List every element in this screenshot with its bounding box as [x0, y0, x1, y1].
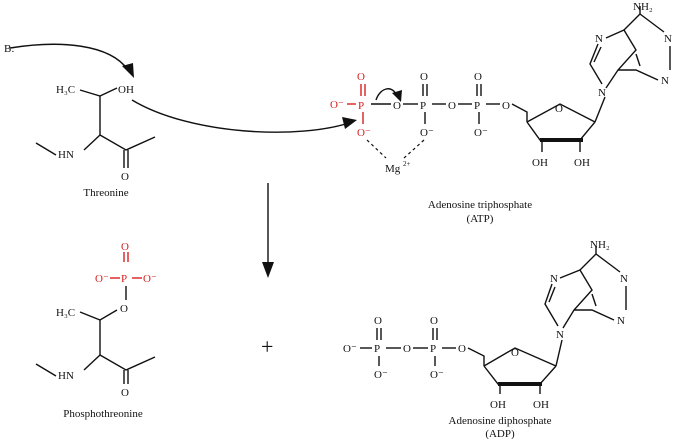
adp-alpha-o-top: O [430, 315, 438, 327]
adp-oh-3: OH [533, 399, 549, 411]
oh-2-label: OH [532, 157, 548, 169]
o-minus-left: O⁻ [330, 99, 344, 111]
threonine: H₃C OH O HN [35, 84, 156, 183]
mg-charge: 2+ [403, 160, 411, 168]
bridge-o-1: O [393, 100, 401, 112]
pthr-o-top: O [121, 241, 129, 253]
adp-bridge-o: O [403, 343, 411, 355]
adp-n9: N [556, 329, 564, 341]
alpha-o-top: O [474, 71, 482, 83]
hn-label: HN [58, 149, 74, 161]
adp-ester-o: O [458, 343, 466, 355]
adenine-n1: N [664, 33, 672, 45]
magnesium-coordination: Mg 2+ [366, 139, 425, 175]
threonine-caption: Threonine [83, 187, 128, 199]
mechanism-arrows [9, 43, 402, 133]
phosphothreonine: O O⁻ P O⁻ O H₃C O HN [35, 241, 157, 399]
gamma-p-label: P [358, 100, 364, 112]
base-attack-arrow [9, 43, 129, 71]
adp-caption-1: Adenosine diphosphate [449, 415, 552, 427]
adp-alpha-p: P [430, 343, 436, 355]
pthr-p-label: P [121, 273, 127, 285]
adp-n1: N [620, 273, 628, 285]
adp-n3: N [617, 315, 625, 327]
pthr-o-minus-left: O⁻ [95, 273, 109, 285]
pthr-ester-o: O [120, 303, 128, 315]
adp-beta-o-top: O [374, 315, 382, 327]
pthr-carbonyl-o: O [121, 387, 129, 399]
beta-o-top: O [420, 71, 428, 83]
carbonyl-o-label: O [121, 171, 129, 183]
adp-nh2: NH₂ [590, 239, 610, 251]
adp-n7: N [550, 273, 558, 285]
oh-3-label: OH [574, 157, 590, 169]
oh-label: OH [118, 84, 134, 96]
atp-caption-2: (ATP) [467, 213, 494, 225]
adenine-n7: N [595, 33, 603, 45]
adp-beta-o-bottom: O⁻ [374, 369, 388, 381]
pthr-hn: HN [58, 370, 74, 382]
adp-ring-o: O [511, 347, 519, 359]
atp-ribose: O OH OH [526, 96, 606, 169]
nh2-label: NH₂ [633, 1, 653, 13]
bridge-o-2: O [448, 100, 456, 112]
adp-ribose: O OH OH [483, 339, 563, 411]
atp-caption-1: Adenosine triphosphate [428, 199, 532, 211]
beta-p-label: P [420, 100, 426, 112]
adenine-n3: N [661, 75, 669, 87]
gamma-o-top: O [357, 71, 365, 83]
atp-adenine: N N NH₂ N N [589, 1, 672, 99]
adp-o-minus-left: O⁻ [343, 343, 357, 355]
oh-attack-arrow [131, 99, 353, 133]
pthr-h3c: H₃C [56, 307, 75, 319]
adp-diphosphate: O⁻ P O O⁻ O P O O⁻ O [343, 315, 485, 381]
alpha-o-bottom: O⁻ [474, 127, 488, 139]
alpha-p-label: P [474, 100, 480, 112]
adp-caption-2: (ADP) [485, 428, 515, 439]
atp-triphosphate: O⁻ P O O⁻ O P O O⁻ O P O O⁻ O [330, 71, 528, 139]
adenine-n9: N [598, 87, 606, 99]
base-label: B: [4, 43, 14, 55]
gamma-o-bottom: O⁻ [357, 127, 371, 139]
pthr-o-minus-right: O⁻ [143, 273, 157, 285]
h3c-label: H₃C [56, 84, 75, 96]
plus-sign: + [261, 334, 273, 359]
ring-o-label: O [555, 103, 563, 115]
adp-adenine: N N NH₂ N N [544, 239, 628, 341]
adp-alpha-o-bottom: O⁻ [430, 369, 444, 381]
mg-label: Mg [385, 163, 401, 175]
beta-o-bottom: O⁻ [420, 127, 434, 139]
adp-beta-p: P [374, 343, 380, 355]
reaction-arrow [262, 183, 274, 278]
adp-oh-2: OH [490, 399, 506, 411]
phosphothreonine-caption: Phosphothreonine [63, 408, 143, 420]
ester-o-label: O [502, 100, 510, 112]
